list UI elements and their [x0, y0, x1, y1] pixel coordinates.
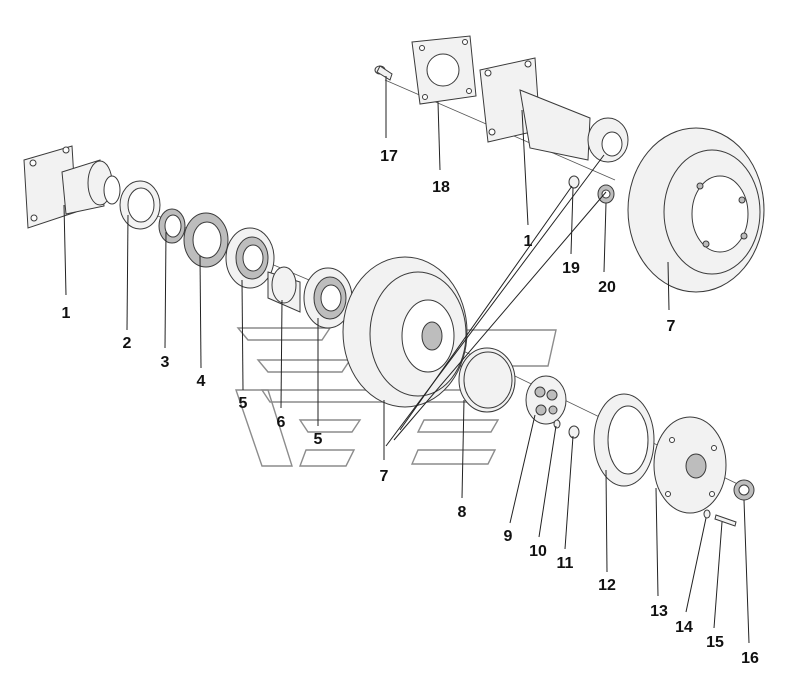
label-part-13: 13: [650, 603, 668, 620]
label-part-15: 15: [706, 634, 724, 651]
part-12-gasket: [593, 393, 655, 487]
label-part-3: 3: [161, 354, 170, 371]
part-1-bracket-arm: [479, 57, 629, 163]
label-part-20: 20: [598, 279, 616, 296]
label-part-1-right: 1: [524, 233, 533, 250]
leader-lines: [63, 76, 750, 644]
part-16-cap-nut: [733, 479, 755, 501]
label-part-1-left: 1: [62, 305, 71, 322]
label-part-10: 10: [529, 543, 547, 560]
label-part-7-center: 7: [380, 468, 389, 485]
callout-labels: 1 2 3 4 5 6 5 7 8 9 10 11 12 13 14 15 16…: [62, 148, 759, 667]
part-8-snap-ring: [458, 347, 516, 413]
part-3-bearing: [158, 208, 186, 244]
part-2-ring: [119, 180, 161, 230]
part-9-plate: [525, 375, 567, 425]
label-part-11: 11: [557, 555, 574, 572]
part-13-hub-disc: [653, 416, 727, 514]
part-5-bearing-left: [225, 227, 275, 289]
label-part-4: 4: [197, 373, 206, 390]
label-part-18: 18: [432, 179, 450, 196]
part-7-wheel-assembled: [627, 127, 765, 293]
part-15-bolt: [714, 514, 737, 527]
part-4-seal: [183, 212, 229, 268]
label-part-7-right: 7: [667, 318, 676, 335]
part-7-wheel-center: [342, 256, 468, 408]
label-part-19: 19: [562, 260, 580, 277]
part-6-spacer: [267, 266, 301, 313]
part-17-bolt: [374, 65, 393, 81]
label-part-17: 17: [380, 148, 398, 165]
part-14-washer: [703, 509, 711, 519]
label-part-14: 14: [675, 619, 693, 636]
part-18-gasket-plate: [411, 35, 477, 105]
part-11-nut: [568, 425, 580, 439]
label-part-8: 8: [458, 504, 467, 521]
part-10-washer: [553, 419, 561, 429]
part-5-bearing-right: [303, 267, 353, 329]
part-20-nut: [597, 184, 615, 204]
label-part-5-left: 5: [239, 395, 248, 412]
label-part-5-right: 5: [314, 431, 323, 448]
part-19-washer: [568, 175, 580, 189]
label-part-9: 9: [504, 528, 513, 545]
label-part-2: 2: [123, 335, 132, 352]
label-part-12: 12: [598, 577, 616, 594]
label-part-6: 6: [277, 414, 286, 431]
label-part-16: 16: [741, 650, 759, 667]
part-1-left-flange: [23, 145, 121, 229]
